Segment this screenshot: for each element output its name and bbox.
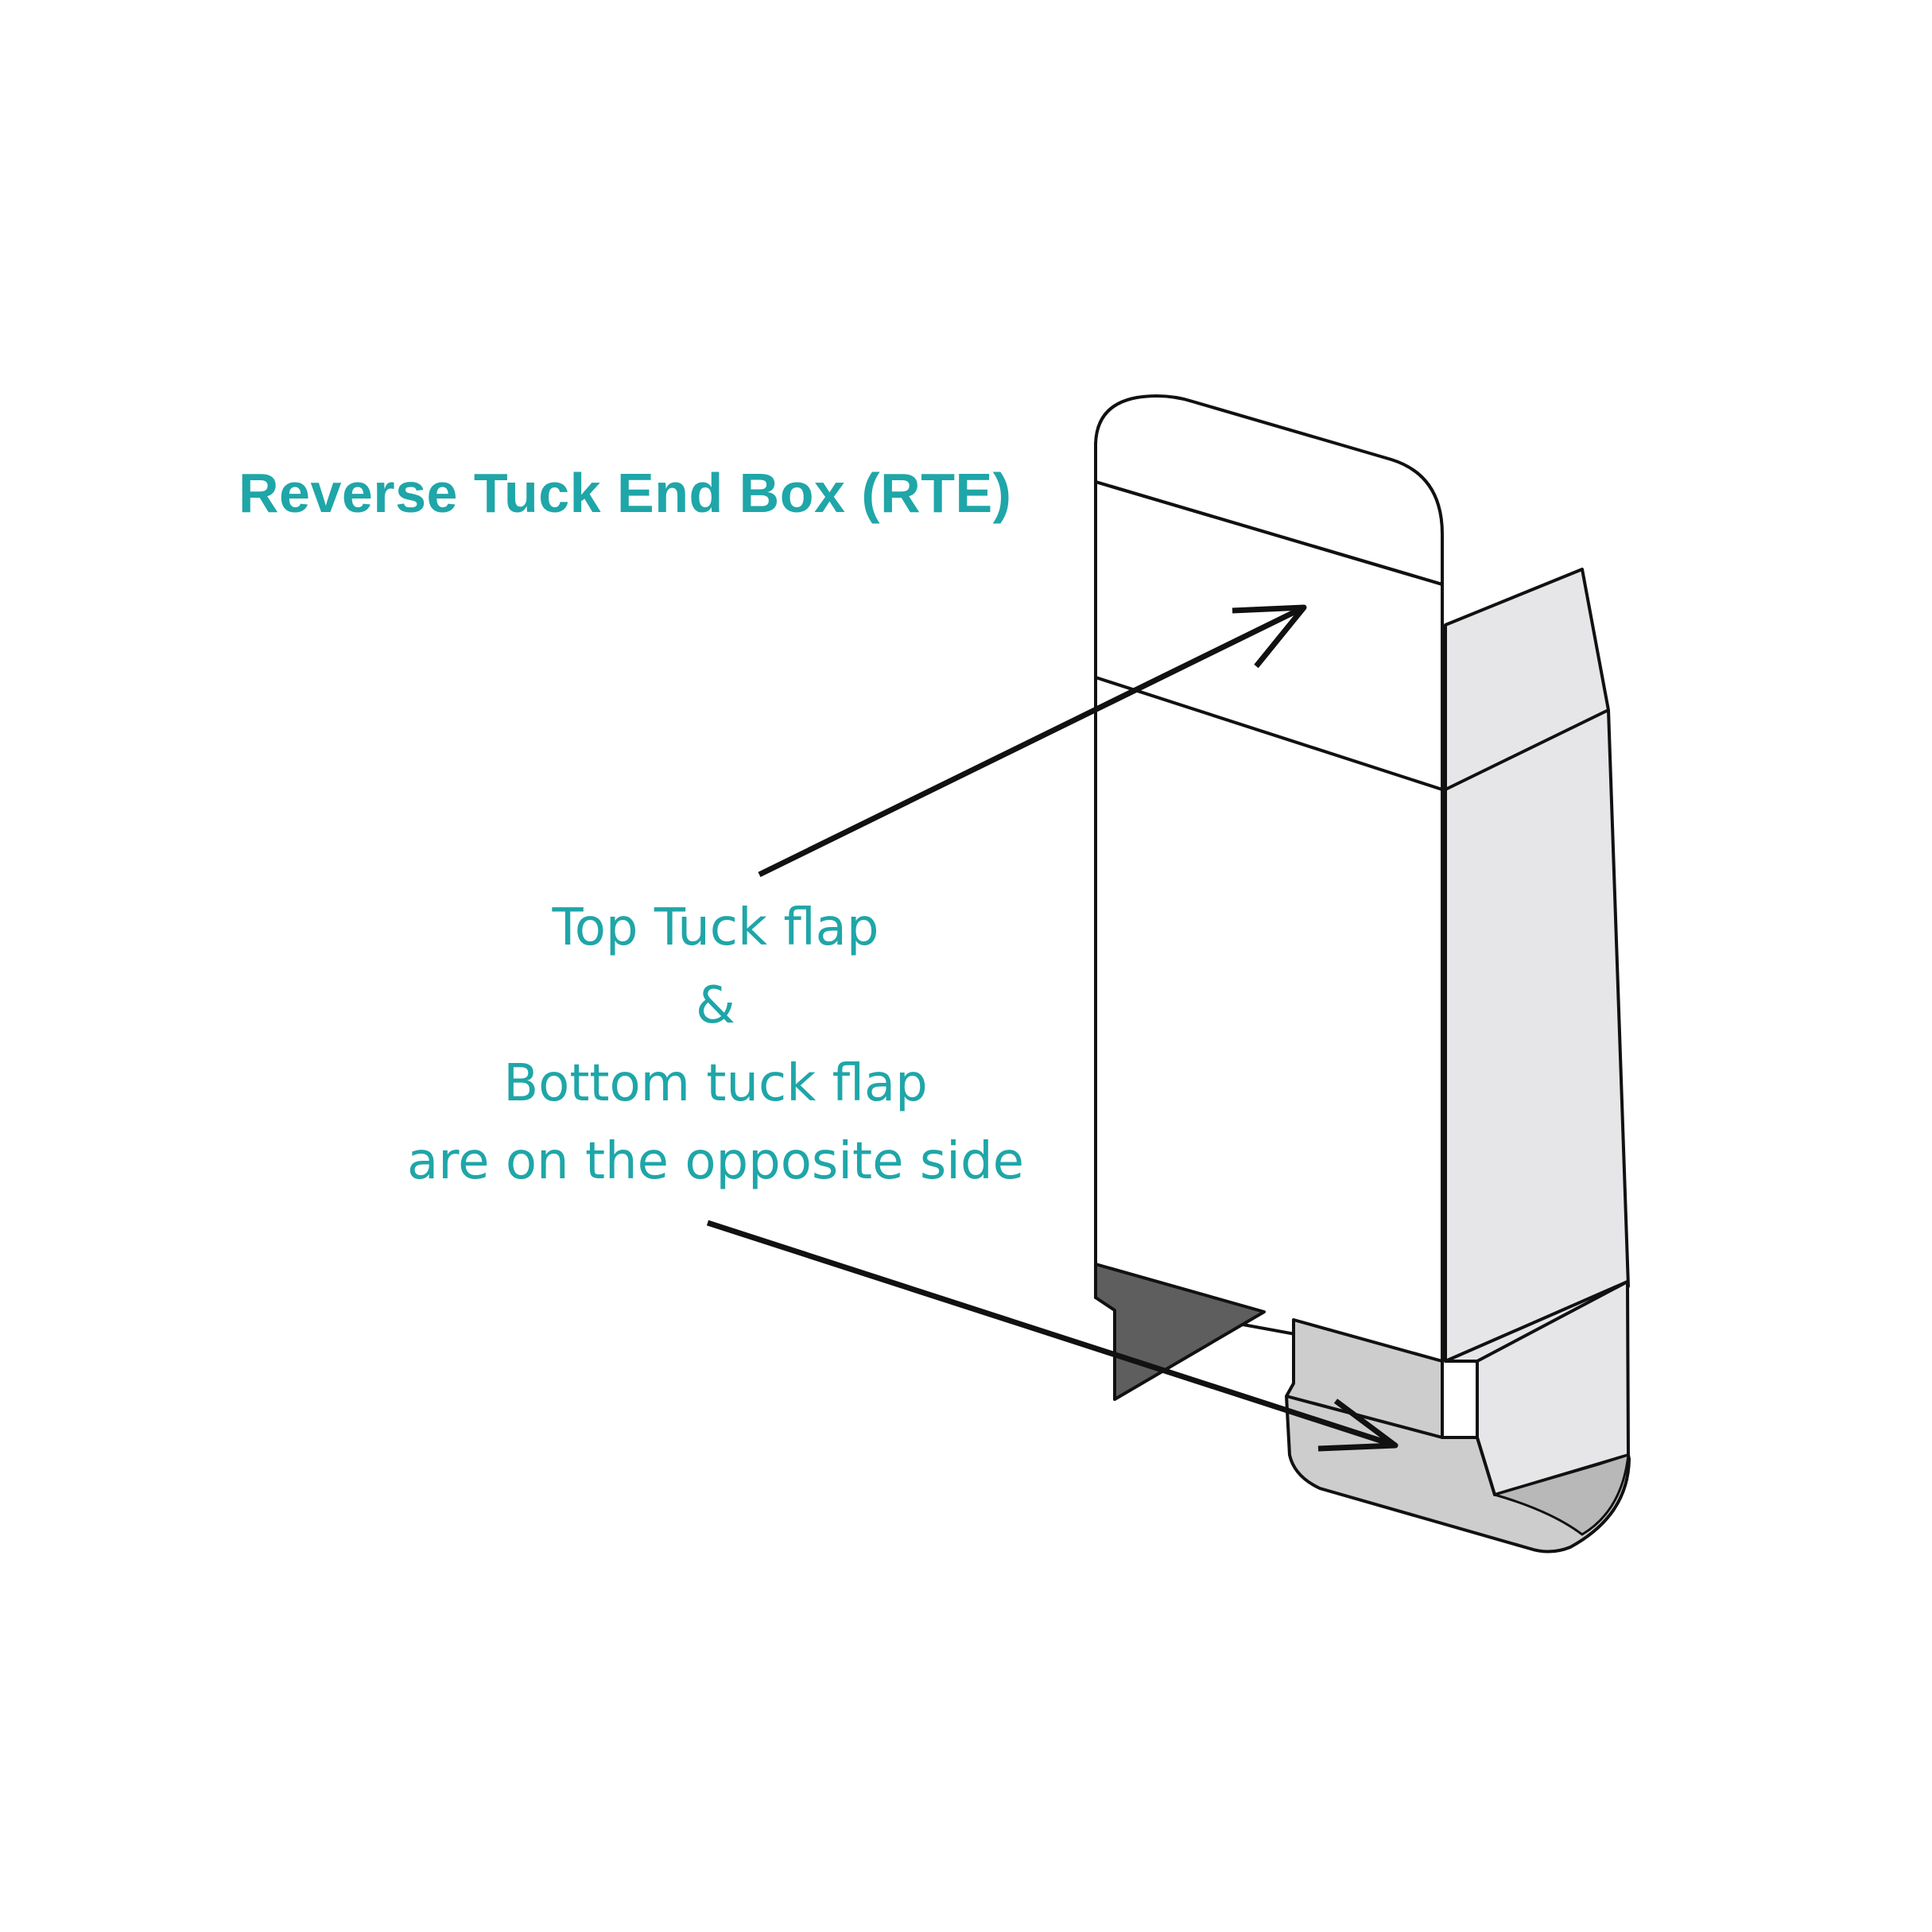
front-middle-fold-line: [1095, 676, 1443, 791]
box-front-panel: [1094, 480, 1444, 1363]
flap-caption: Top Tuck flap & Bottom tuck flap are on …: [366, 889, 1065, 1201]
top-tuck-flap: [1094, 394, 1444, 584]
caption-line-4: are on the opposite side: [407, 1132, 1024, 1191]
bottom-flap-fold-line: [1286, 1395, 1443, 1439]
side-bottom-inner: [1476, 1280, 1630, 1496]
arrow-top-head: [1232, 604, 1307, 669]
caption-line-3: Bottom tuck flap: [503, 1054, 928, 1113]
arrow-bottom-head: [1317, 1399, 1399, 1452]
arrow-top-shaft: [758, 604, 1305, 878]
caption-line-1: Top Tuck flap: [552, 898, 879, 957]
side-top-fold-line: [1445, 708, 1609, 791]
side-bottom-fold-line: [1445, 1280, 1628, 1363]
front-top-fold-line: [1095, 480, 1443, 586]
arrow-bottom-shaft: [706, 1220, 1397, 1449]
diagram-title: Reverse Tuck End Box (RTE): [239, 462, 1012, 524]
caption-line-2: &: [696, 976, 735, 1035]
box-side-panel: [1444, 568, 1630, 1363]
side-bottom-shadow: [1493, 1453, 1630, 1536]
